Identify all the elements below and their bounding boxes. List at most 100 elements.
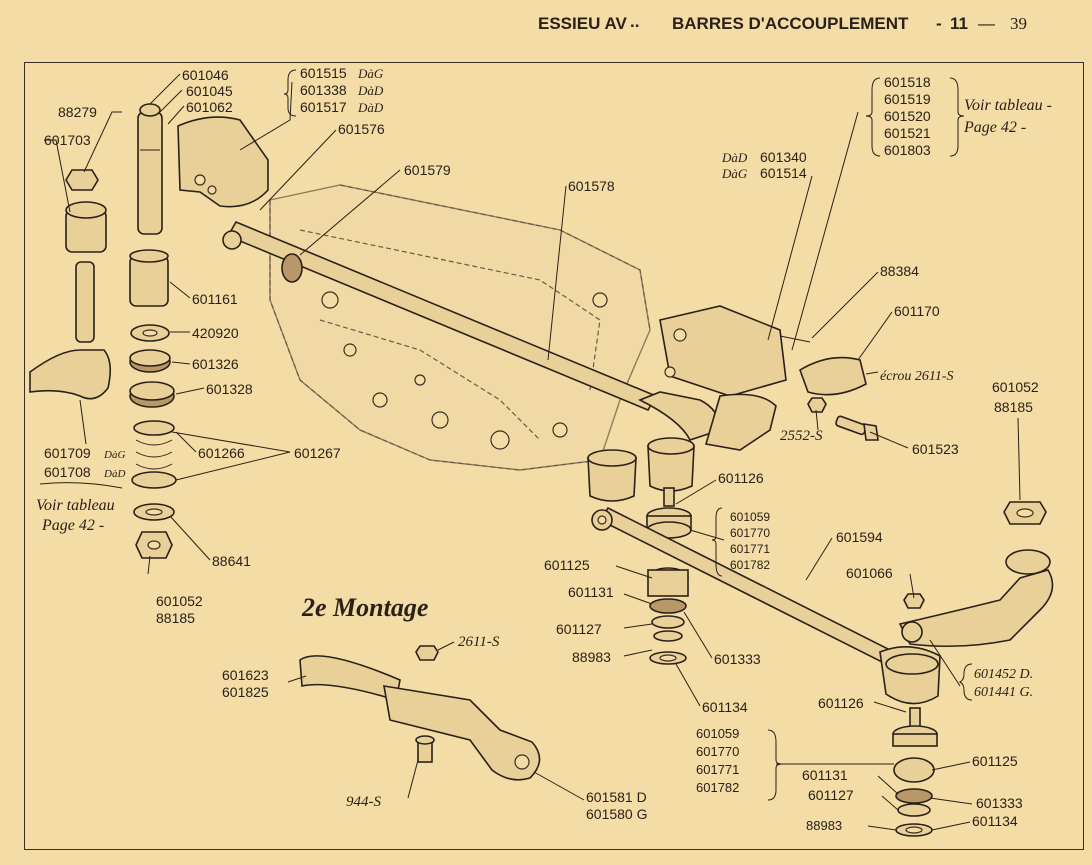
- label-601333-upper: 601333: [714, 651, 761, 667]
- label-601062: 601062: [186, 99, 233, 115]
- diagram-frame: [24, 62, 1084, 850]
- label-601518: 601518: [884, 74, 931, 90]
- label-88384: 88384: [880, 263, 919, 279]
- label-601771-lower: 601771: [696, 762, 739, 777]
- label-601782-lower: 601782: [696, 780, 739, 795]
- second-assembly: [299, 645, 541, 781]
- label-601452: 601452 D.: [974, 667, 1033, 682]
- label-601127-lower: 601127: [808, 787, 854, 803]
- label-601045: 601045: [186, 83, 233, 99]
- label-601803: 601803: [884, 142, 931, 158]
- label-601782-upper: 601782: [730, 558, 770, 572]
- label-601580: 601580 G: [586, 806, 648, 822]
- label-601333-lower: 601333: [976, 795, 1023, 811]
- label-601125-upper: 601125: [544, 557, 590, 573]
- part-labels: 601046 601045 601062 88279 601703 601515…: [36, 65, 1052, 833]
- label-601521: 601521: [884, 125, 931, 141]
- ball-joint-lower: [892, 707, 938, 837]
- label-88279: 88279: [58, 104, 97, 120]
- header-section-left: ESSIEU AV: [538, 14, 627, 33]
- ball-cups: [587, 437, 695, 502]
- bracket-upper: [177, 116, 269, 208]
- label-601523: 601523: [912, 441, 959, 457]
- label-601623: 601623: [222, 667, 269, 683]
- label-601131-upper: 601131: [568, 584, 614, 600]
- label-601126-upper: 601126: [718, 470, 764, 486]
- label-601131-lower: 601131: [802, 767, 848, 783]
- label-601126-lower: 601126: [818, 695, 864, 711]
- label-601338: 601338: [300, 82, 347, 98]
- label-601708: 601708: [44, 464, 91, 480]
- label-2552-s: 2552-S: [780, 428, 823, 444]
- label-420920: 420920: [192, 325, 239, 341]
- label-88983-lower: 88983: [806, 818, 842, 833]
- label-ecrou: écrou 2611-S: [880, 369, 953, 384]
- label-601059-upper: 601059: [730, 510, 770, 524]
- label-601703: 601703: [44, 132, 91, 148]
- note-right-line1: Voir tableau -: [964, 97, 1052, 114]
- label-601046: 601046: [182, 67, 229, 83]
- header-section-number: 11: [950, 14, 968, 33]
- king-pin-stack: [129, 103, 177, 559]
- ball-joint-center: [646, 487, 692, 665]
- header-dots: ..: [630, 12, 640, 31]
- label-601515: 601515: [300, 65, 347, 81]
- grouping-braces: [39, 69, 973, 801]
- tag-601514: DàG: [721, 166, 748, 181]
- label-601328: 601328: [206, 381, 253, 397]
- label-601578: 601578: [568, 178, 615, 194]
- tag-601517: DàD: [357, 100, 384, 115]
- label-601579: 601579: [404, 162, 451, 178]
- note-left-line1: Voir tableau: [36, 497, 115, 514]
- label-601052-left: 601052: [156, 593, 203, 609]
- label-601326: 601326: [192, 356, 239, 372]
- label-601161: 601161: [192, 291, 238, 307]
- label-601266: 601266: [198, 445, 245, 461]
- page-number: 39: [1010, 14, 1027, 33]
- label-88185-left: 88185: [156, 610, 195, 626]
- label-601770-upper: 601770: [730, 526, 770, 540]
- tie-rod-secondary: [591, 506, 941, 705]
- steering-arm-right: [898, 501, 1054, 648]
- note-left-line2: Page 42 -: [41, 517, 104, 534]
- label-601052-right: 601052: [992, 379, 1039, 395]
- label-601125-lower: 601125: [972, 753, 1018, 769]
- tag-601515: DàG: [357, 66, 384, 81]
- header-dash-long: —: [978, 14, 995, 33]
- note-right-line2: Page 42 -: [963, 119, 1026, 136]
- label-601127-upper: 601127: [556, 621, 602, 637]
- leader-lines: [44, 73, 1021, 831]
- label-601581: 601581 D: [586, 789, 647, 805]
- label-601520: 601520: [884, 108, 931, 124]
- label-2611-s: 2611-S: [458, 634, 500, 650]
- label-601770-lower: 601770: [696, 744, 739, 759]
- steering-box: [659, 305, 879, 451]
- tag-601708: DàD: [103, 468, 125, 480]
- label-601059-lower: 601059: [696, 726, 739, 741]
- label-601170: 601170: [894, 303, 940, 319]
- page-header: ESSIEU AV .. BARRES D'ACCOUPLEMENT - 11 …: [538, 12, 1058, 40]
- label-601134-lower: 601134: [972, 813, 1018, 829]
- label-601825: 601825: [222, 684, 269, 700]
- label-601519: 601519: [884, 91, 931, 107]
- tag-601340: DàD: [721, 150, 748, 165]
- tie-rod-main: [222, 220, 721, 441]
- label-601709: 601709: [44, 445, 91, 461]
- label-601514: 601514: [760, 165, 807, 181]
- label-88185-right: 88185: [994, 399, 1033, 415]
- tag-601338: DàD: [357, 83, 384, 98]
- label-601066: 601066: [846, 565, 893, 581]
- label-601771-upper: 601771: [730, 542, 770, 556]
- montage-title: 2e Montage: [301, 593, 428, 622]
- label-944-s: 944-S: [346, 794, 381, 810]
- label-601594: 601594: [836, 529, 883, 545]
- label-601134-upper: 601134: [702, 699, 748, 715]
- header-dash: -: [936, 14, 942, 33]
- steering-knuckle-left: [29, 169, 112, 400]
- tag-601709: DàG: [103, 449, 125, 461]
- header-section-title: BARRES D'ACCOUPLEMENT: [672, 14, 909, 33]
- label-601517: 601517: [300, 99, 347, 115]
- label-601441: 601441 G.: [974, 685, 1033, 700]
- label-88983-upper: 88983: [572, 649, 611, 665]
